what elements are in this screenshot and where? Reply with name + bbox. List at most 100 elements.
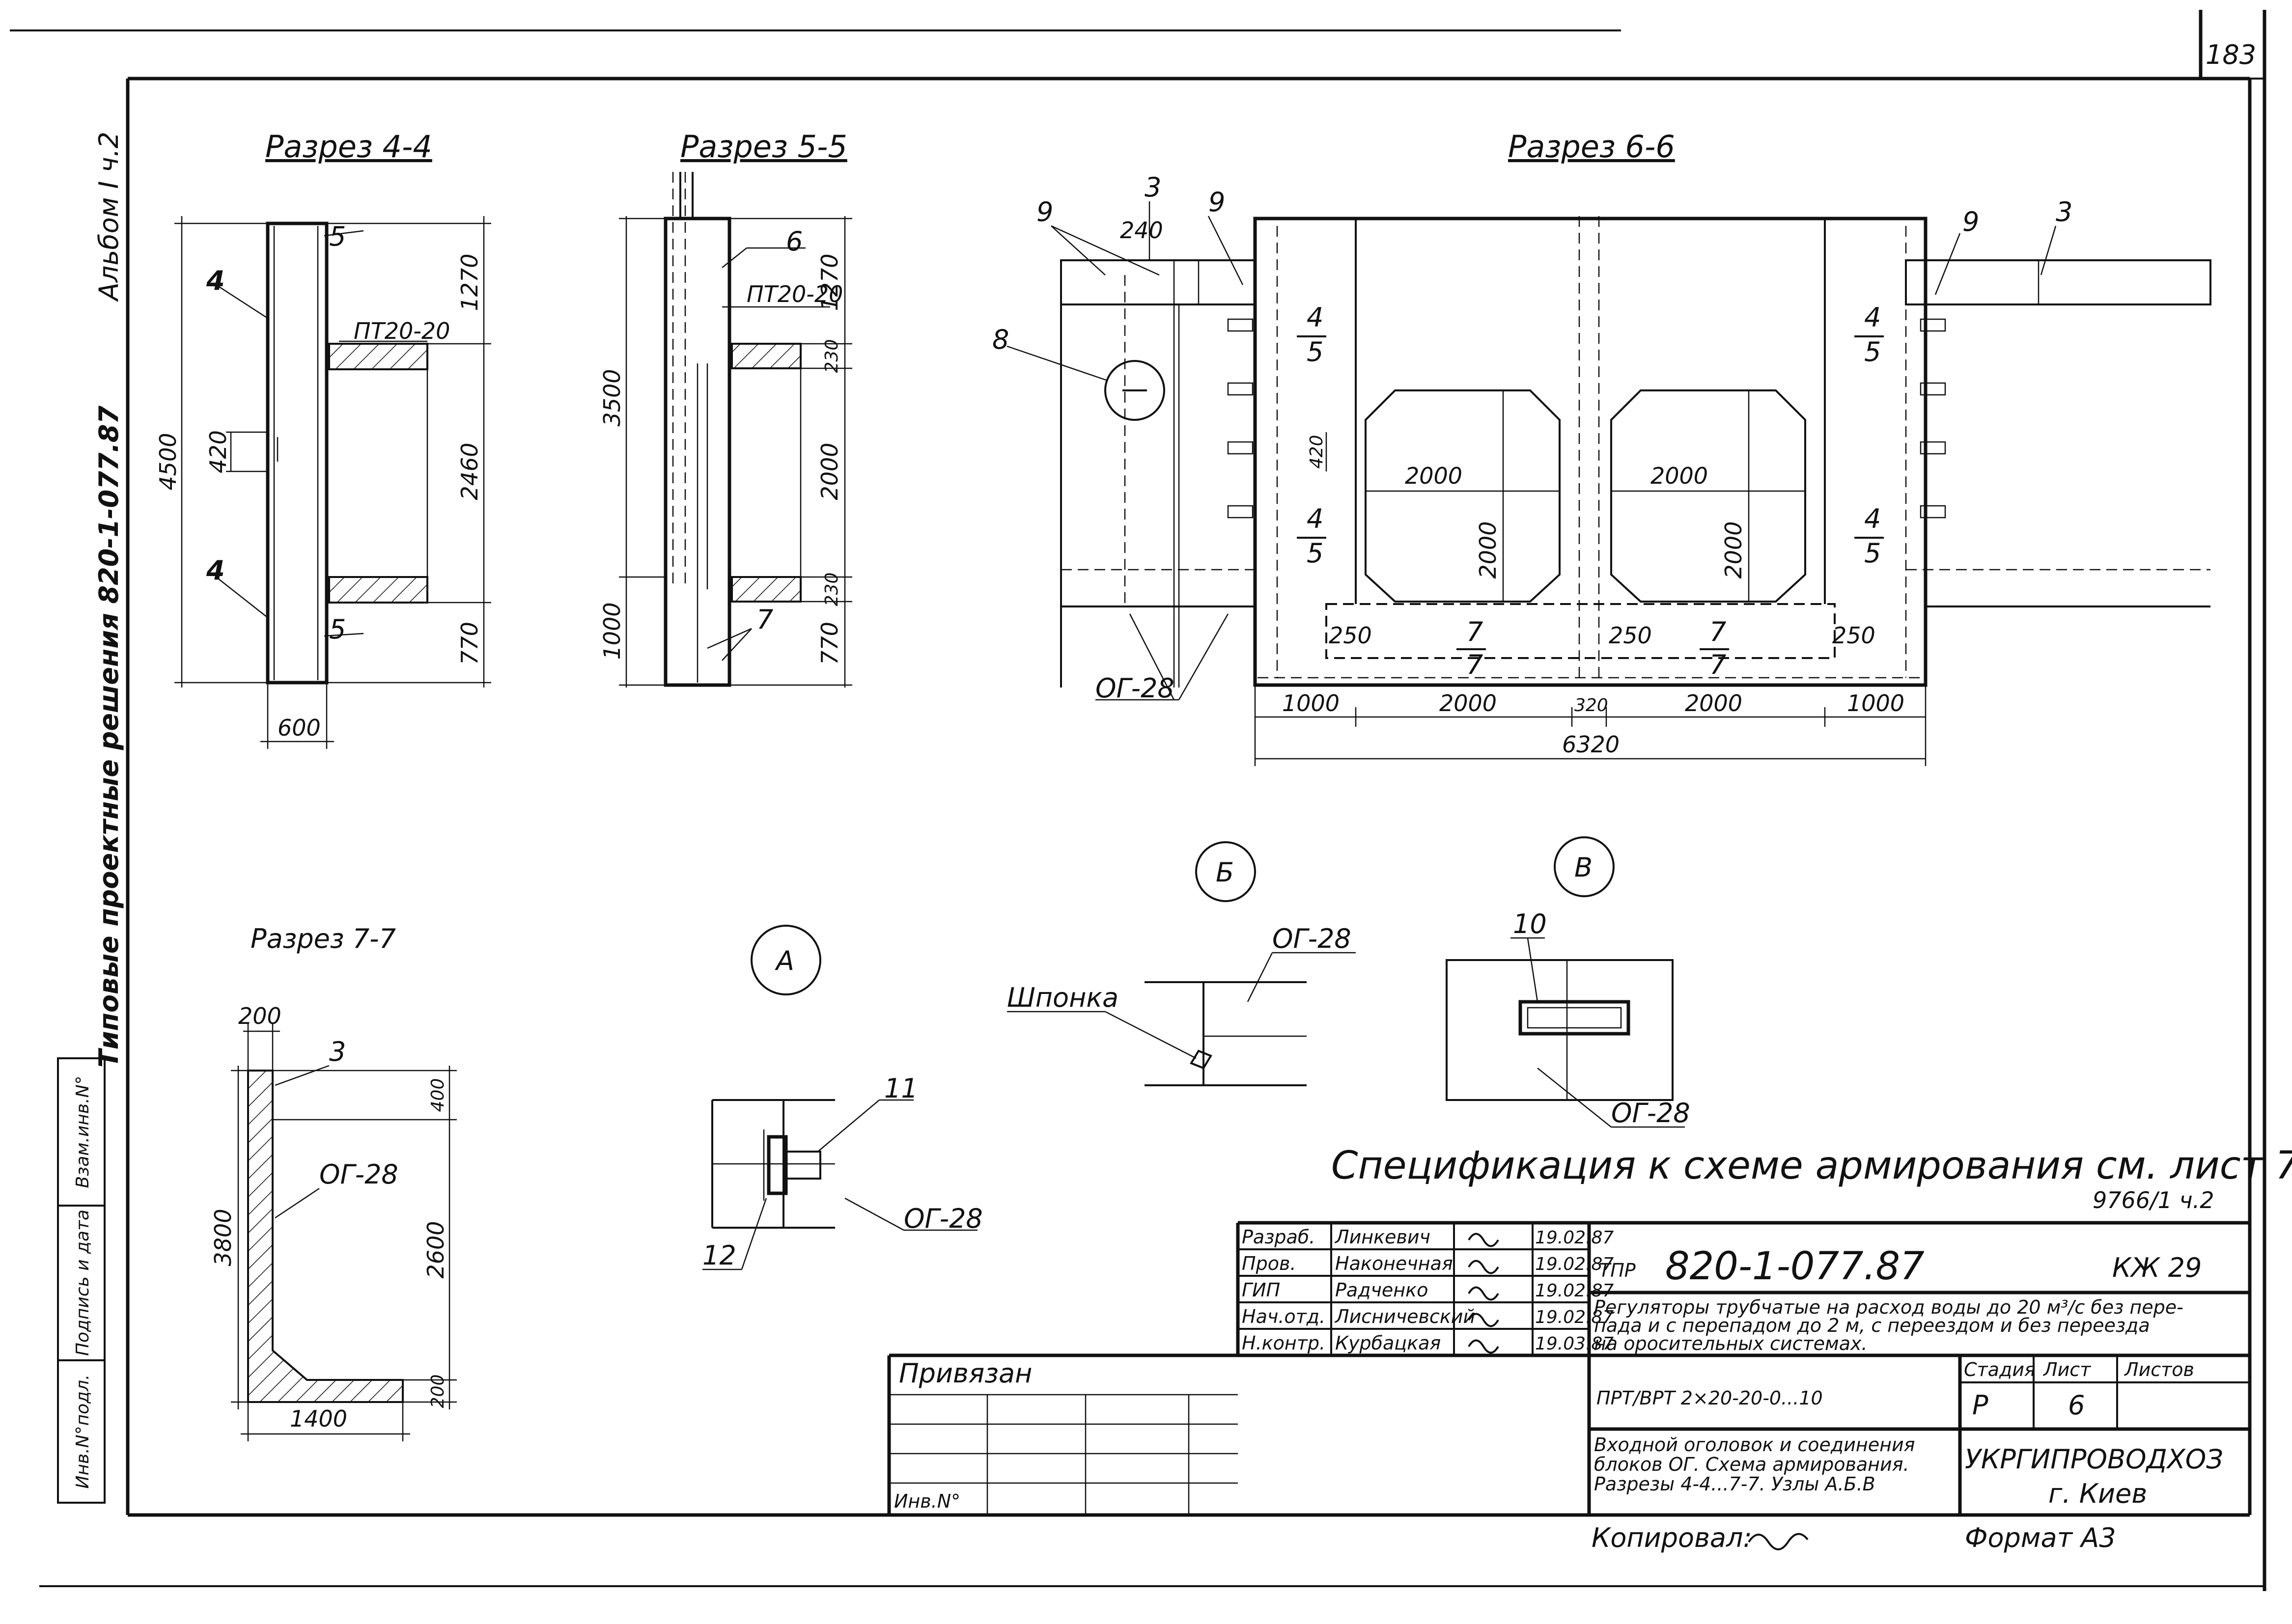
tb-org: УКРГИПРОВОДХОЗ [1965, 1444, 2223, 1475]
s55-mark-6: 6 [786, 226, 803, 257]
tb-sheet-header: Лист [2042, 1359, 2092, 1380]
tb-sheet-title-1: блоков ОГ. Схема армирования. [1594, 1454, 1909, 1475]
node-b-og28-label: ОГ-28 [1272, 923, 1351, 954]
s66-frac-d-mid-right: 7 [1709, 649, 1726, 680]
node-v-mark-10: 10 [1513, 908, 1547, 939]
signature-mark [1468, 1233, 1499, 1247]
node-a-og28-label: ОГ-28 [904, 1203, 983, 1234]
s66-dim-e3: 250 [1832, 622, 1875, 649]
node-b: Б Шпонка ОГ-28 [1007, 841, 1356, 1086]
signature-mark [1468, 1260, 1499, 1274]
tb-date-1: 19.02.87 [1535, 1254, 1614, 1274]
section-5-5: Разрез 5-5 ПТ20-20 6 7 3500 1000 [599, 129, 852, 688]
tb-inv-no: Инв.N° [894, 1490, 960, 1512]
tb-role-2: ГИП [1242, 1279, 1280, 1301]
signature-mark [1468, 1313, 1499, 1327]
s66-dim-420: 420 [1307, 435, 1327, 469]
s66-dim-240: 240 [1120, 217, 1163, 244]
tb-name-0: Линкевич [1334, 1226, 1430, 1248]
s44-dim-total: 4500 [155, 433, 181, 490]
s66-dim-b3: 320 [1574, 695, 1608, 716]
section-4-4: Разрез 4-4 ПТ20-20 4 4 5 5 4500 420 [155, 129, 491, 749]
s66-frac-n-left-top: 4 [1307, 302, 1323, 333]
s44-mark-4-bottom: 4 [206, 555, 225, 586]
tb-sheets-header: Листов [2124, 1359, 2194, 1380]
tb-desc-0: Регуляторы трубчатые на расход воды до 2… [1594, 1296, 2183, 1318]
s66-dim-total: 6320 [1562, 731, 1620, 758]
tb-privyazan: Привязан [899, 1358, 1032, 1389]
tb-desc-2: на оросительных системах. [1594, 1333, 1868, 1354]
tb-sheet-code: КЖ 29 [2112, 1252, 2202, 1283]
tb-role-0: Разраб. [1242, 1226, 1315, 1248]
s55-dim-top: 1270 [816, 253, 843, 311]
s66-mark-8: 8 [992, 324, 1009, 355]
album-label: Альбом I ч.2 [93, 132, 124, 302]
tb-name-1: Наконечная [1335, 1253, 1453, 1274]
tb-name-4: Курбацкая [1335, 1332, 1441, 1354]
s44-mark-5-top: 5 [329, 221, 346, 252]
s66-dim-h2: 2000 [1720, 521, 1747, 578]
spec-note: Спецификация к схеме армирования см. лис… [1331, 1144, 2292, 1188]
s77-dim-200: 200 [428, 1375, 448, 1408]
s66-mark-3-right: 3 [2056, 196, 2072, 227]
s66-dim-b5: 1000 [1847, 690, 1904, 716]
s66-frac-d-left-top: 5 [1307, 336, 1323, 367]
s66-dim-e2: 250 [1609, 622, 1652, 649]
tb-role-1: Пров. [1242, 1253, 1296, 1274]
tb-name-3: Лисничевский [1334, 1306, 1475, 1327]
s66-mark-3-left: 3 [1145, 172, 1161, 203]
s66-dim-h1: 2000 [1475, 521, 1501, 578]
tb-city: г. Киев [2048, 1478, 2147, 1509]
tb-sheet: 6 [2068, 1390, 2085, 1421]
signature-mark [1468, 1286, 1499, 1301]
s66-og28-label: ОГ-28 [1095, 673, 1174, 704]
s44-plate-label: ПТ20-20 [354, 318, 450, 344]
s44-dim-top: 1270 [456, 253, 483, 311]
node-a-mark-12: 12 [702, 1240, 736, 1271]
tb-date-0: 19.02.87 [1535, 1228, 1614, 1248]
s66-frac-n-right-bot: 4 [1864, 503, 1881, 534]
section-5-5-title: Разрез 5-5 [680, 129, 847, 165]
section-7-7: Разрез 7-7 3800 200 3 ОГ-28 400 2600 200… [210, 923, 457, 1441]
s66-frac-n-right-top: 4 [1864, 302, 1881, 333]
stamp-inv-original: Инв.N°подл. [73, 1375, 93, 1489]
tb-tpr: ТПР [1599, 1260, 1636, 1281]
s77-og28-label: ОГ-28 [319, 1159, 398, 1190]
node-a-mark-11: 11 [884, 1073, 918, 1104]
s66-mark-9-mid: 9 [1208, 187, 1225, 218]
side-stamp: Инв.N°подл. Подпись и дата Взам.инв.N° [57, 1057, 106, 1504]
section-6-6: Разрез 6-6 4 5 4 5 4 5 4 5 7 7 7 7 [992, 129, 2211, 766]
tb-doc-number: 820-1-077.87 [1665, 1244, 1925, 1289]
title-block: Привязан Инв.N° Разраб. Линкевич 19.02.8… [887, 1221, 2250, 1515]
s77-dim-400: 400 [428, 1078, 448, 1112]
s66-frac-n-left-bot: 4 [1307, 503, 1323, 534]
ref-mark: 9766/1 ч.2 [2093, 1187, 2214, 1213]
series-label: Типовые проектные решения 820-1-077.87 [93, 406, 124, 1068]
s66-dim-w2: 2000 [1650, 463, 1708, 489]
node-b-key-label: Шпонка [1007, 982, 1118, 1013]
section-4-4-title: Разрез 4-4 [265, 129, 432, 165]
s66-frac-n-mid-left: 7 [1466, 616, 1483, 647]
s77-dim-2600: 2600 [422, 1221, 449, 1278]
s77-dim-height: 3800 [210, 1209, 236, 1266]
section-6-6-title: Разрез 6-6 [1508, 129, 1675, 165]
stamp-replace-inv: Взам.инв.N° [73, 1075, 93, 1188]
s44-dim-bot: 770 [456, 622, 483, 665]
s66-dim-e1: 250 [1329, 622, 1372, 649]
s66-frac-d-mid-left: 7 [1466, 649, 1483, 680]
s77-dim-top: 200 [238, 1003, 281, 1029]
s66-dim-w1: 2000 [1405, 463, 1462, 489]
stamp-signature-date: Подпись и дата [73, 1210, 93, 1356]
s77-mark-3: 3 [329, 1036, 346, 1067]
node-a-label: А [775, 945, 794, 976]
node-v-label: В [1574, 852, 1593, 883]
s55-plate-label: ПТ20-20 [747, 281, 843, 307]
tb-role-3: Нач.отд. [1242, 1306, 1325, 1327]
node-v: В 10 ОГ-28 [1446, 836, 1690, 1129]
node-a: А 11 12 ОГ-28 [702, 925, 983, 1271]
s66-frac-d-right-top: 5 [1864, 336, 1881, 367]
tb-code: ПРТ/ВРТ 2×20-20-0...10 [1596, 1387, 1823, 1409]
section-7-7-title: Разрез 7-7 [251, 923, 396, 954]
s66-frac-n-mid-right: 7 [1709, 616, 1726, 647]
